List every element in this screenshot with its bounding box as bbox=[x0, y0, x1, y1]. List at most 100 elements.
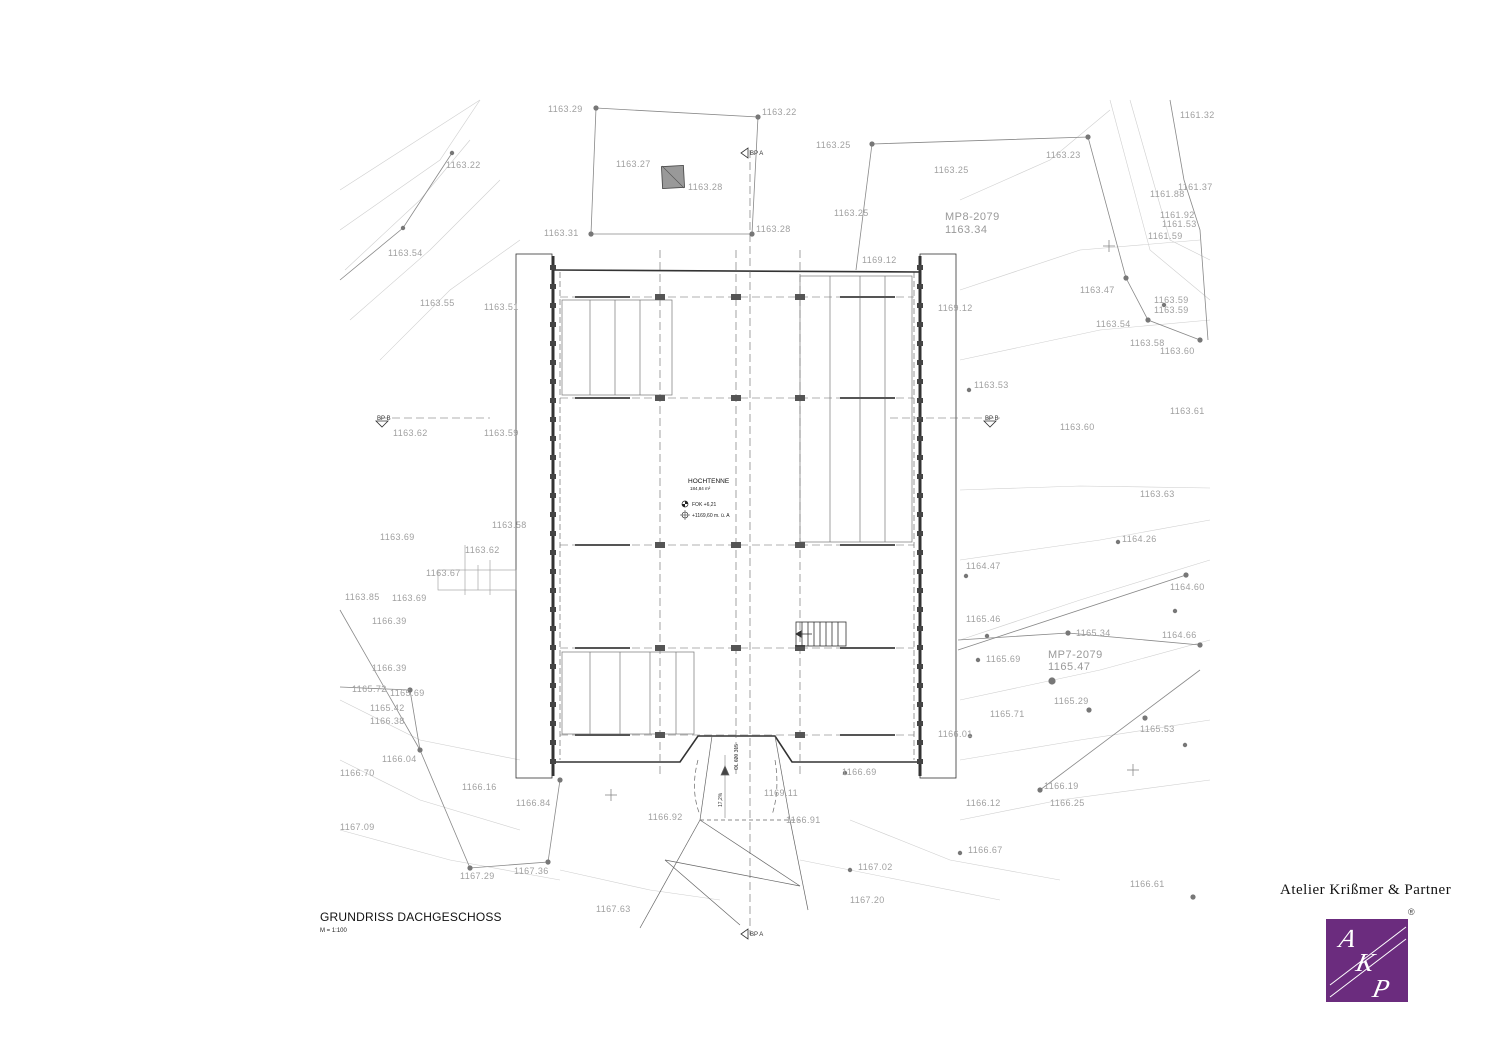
elevation-label: 1166.39 bbox=[372, 663, 407, 673]
room-area: 184,84 m² bbox=[690, 486, 711, 491]
wall-stud bbox=[550, 474, 556, 479]
elevation-label: 1163.58 bbox=[1130, 338, 1165, 348]
elevation-label: 1166.19 bbox=[1044, 781, 1079, 791]
room-fok: FOK +6,21 bbox=[692, 502, 717, 508]
wall-stud bbox=[550, 759, 556, 764]
elevation-label: 1163.31 bbox=[544, 228, 579, 238]
elevation-label: 1166.67 bbox=[968, 845, 1003, 855]
wall-stud bbox=[917, 683, 923, 688]
wall-stud bbox=[917, 512, 923, 517]
wall-stud bbox=[550, 531, 556, 536]
survey-crosses bbox=[605, 240, 1139, 801]
section-marker-symbols bbox=[375, 147, 997, 940]
elevation-label: 1167.20 bbox=[850, 895, 885, 905]
wall-stud bbox=[917, 341, 923, 346]
wall-stud bbox=[550, 303, 556, 308]
wall-stud bbox=[917, 455, 923, 460]
elevation-label: 1163.25 bbox=[816, 140, 851, 150]
wall-stud bbox=[917, 284, 923, 289]
ramp-slope: 17,2% bbox=[718, 792, 724, 807]
elevation-label: 1161.59 bbox=[1148, 231, 1183, 241]
wall-stud bbox=[917, 550, 923, 555]
elevation-label: 1163.59 bbox=[1154, 295, 1189, 305]
terrain-contours bbox=[339, 99, 1211, 901]
roof-openings bbox=[561, 275, 913, 735]
elevation-label: 1165.34 bbox=[1076, 628, 1111, 638]
elevation-label: 1163.63 bbox=[1140, 489, 1175, 499]
elevation-label: 1163.25 bbox=[834, 208, 869, 218]
elevation-label: 1161.88 bbox=[1150, 189, 1185, 199]
wall-stud bbox=[550, 322, 556, 327]
wall-stud bbox=[550, 455, 556, 460]
wall-stud bbox=[917, 265, 923, 270]
wall-stud bbox=[550, 341, 556, 346]
elevation-label: 1165.29 bbox=[1054, 696, 1089, 706]
elevation-label: 1167.63 bbox=[596, 904, 631, 914]
section-marker-bottom-a: BP A bbox=[750, 932, 763, 938]
mp7-height: 1165.47 bbox=[1048, 661, 1090, 673]
elevation-label: 1166.91 bbox=[786, 815, 821, 825]
elevation-label: 1167.09 bbox=[340, 822, 375, 832]
elevation-label: 1166.12 bbox=[966, 798, 1001, 808]
elevation-label: 1167.29 bbox=[460, 871, 495, 881]
elevation-label: 1161.37 bbox=[1178, 182, 1213, 192]
elevation-label: 1163.69 bbox=[392, 593, 427, 603]
wall-stud bbox=[550, 550, 556, 555]
wall-stud bbox=[917, 360, 923, 365]
wall-stud bbox=[550, 702, 556, 707]
entrance-ramp bbox=[639, 735, 809, 929]
wall-stud bbox=[550, 436, 556, 441]
wall-stud bbox=[550, 740, 556, 745]
ramp-dims: OL 620 315 bbox=[734, 744, 740, 770]
elevation-label: 1166.38 bbox=[370, 716, 405, 726]
elevation-label: 1166.70 bbox=[340, 768, 375, 778]
elevation-label: 1165.46 bbox=[966, 614, 1001, 624]
wall-stud bbox=[550, 284, 556, 289]
wall-stud bbox=[917, 436, 923, 441]
elevation-label: 1163.29 bbox=[548, 104, 583, 114]
elevation-label: 1163.22 bbox=[762, 107, 797, 117]
akp-logo-icon: A K P bbox=[1326, 919, 1408, 1002]
elevation-label: 1163.27 bbox=[616, 159, 651, 169]
elevation-label: 1161.53 bbox=[1162, 219, 1197, 229]
elevation-label: 1163.53 bbox=[974, 380, 1009, 390]
svg-text:P: P bbox=[1369, 974, 1392, 1002]
wall-studs bbox=[550, 265, 923, 764]
wall-stud bbox=[917, 322, 923, 327]
elevation-label: 1163.60 bbox=[1160, 346, 1195, 356]
wall-stud bbox=[550, 588, 556, 593]
elevation-label: 1163.28 bbox=[688, 182, 723, 192]
wall-stud bbox=[917, 474, 923, 479]
wall-stud bbox=[917, 588, 923, 593]
elevation-label: 1163.54 bbox=[1096, 319, 1131, 329]
structural-grid bbox=[380, 150, 1000, 935]
elevation-label: 1163.59 bbox=[1154, 305, 1189, 315]
mp8-height: 1163.34 bbox=[945, 224, 987, 236]
elevation-label: 1167.36 bbox=[514, 866, 549, 876]
elevation-label: 1166.92 bbox=[648, 812, 683, 822]
elevation-label: 1163.85 bbox=[345, 592, 380, 602]
wall-stud bbox=[917, 569, 923, 574]
elevation-label: 1163.58 bbox=[492, 520, 527, 530]
room-absolute-height: +1169,60 m. ü. A bbox=[692, 513, 730, 519]
mp8-name: MP8-2079 bbox=[945, 211, 1000, 223]
drawing-scale: M = 1:100 bbox=[320, 928, 347, 934]
wall-stud bbox=[917, 759, 923, 764]
wall-stud bbox=[550, 360, 556, 365]
elevation-label: 1165.53 bbox=[1140, 724, 1175, 734]
elevation-label: 1163.59 bbox=[484, 428, 519, 438]
wall-stud bbox=[550, 569, 556, 574]
wall-stud bbox=[550, 265, 556, 270]
elevation-label: 1163.55 bbox=[420, 298, 455, 308]
elevation-label: 1164.60 bbox=[1170, 582, 1205, 592]
elevation-label: 1163.61 bbox=[1170, 406, 1205, 416]
wall-stud bbox=[550, 683, 556, 688]
elevation-label: 1166.69 bbox=[842, 767, 877, 777]
wall-stud bbox=[917, 664, 923, 669]
beam-anchors bbox=[575, 294, 895, 738]
elevation-label: 1166.61 bbox=[1130, 879, 1165, 889]
wall-stud bbox=[917, 721, 923, 726]
drawing-title: GRUNDRISS DACHGESCHOSS bbox=[320, 910, 502, 924]
